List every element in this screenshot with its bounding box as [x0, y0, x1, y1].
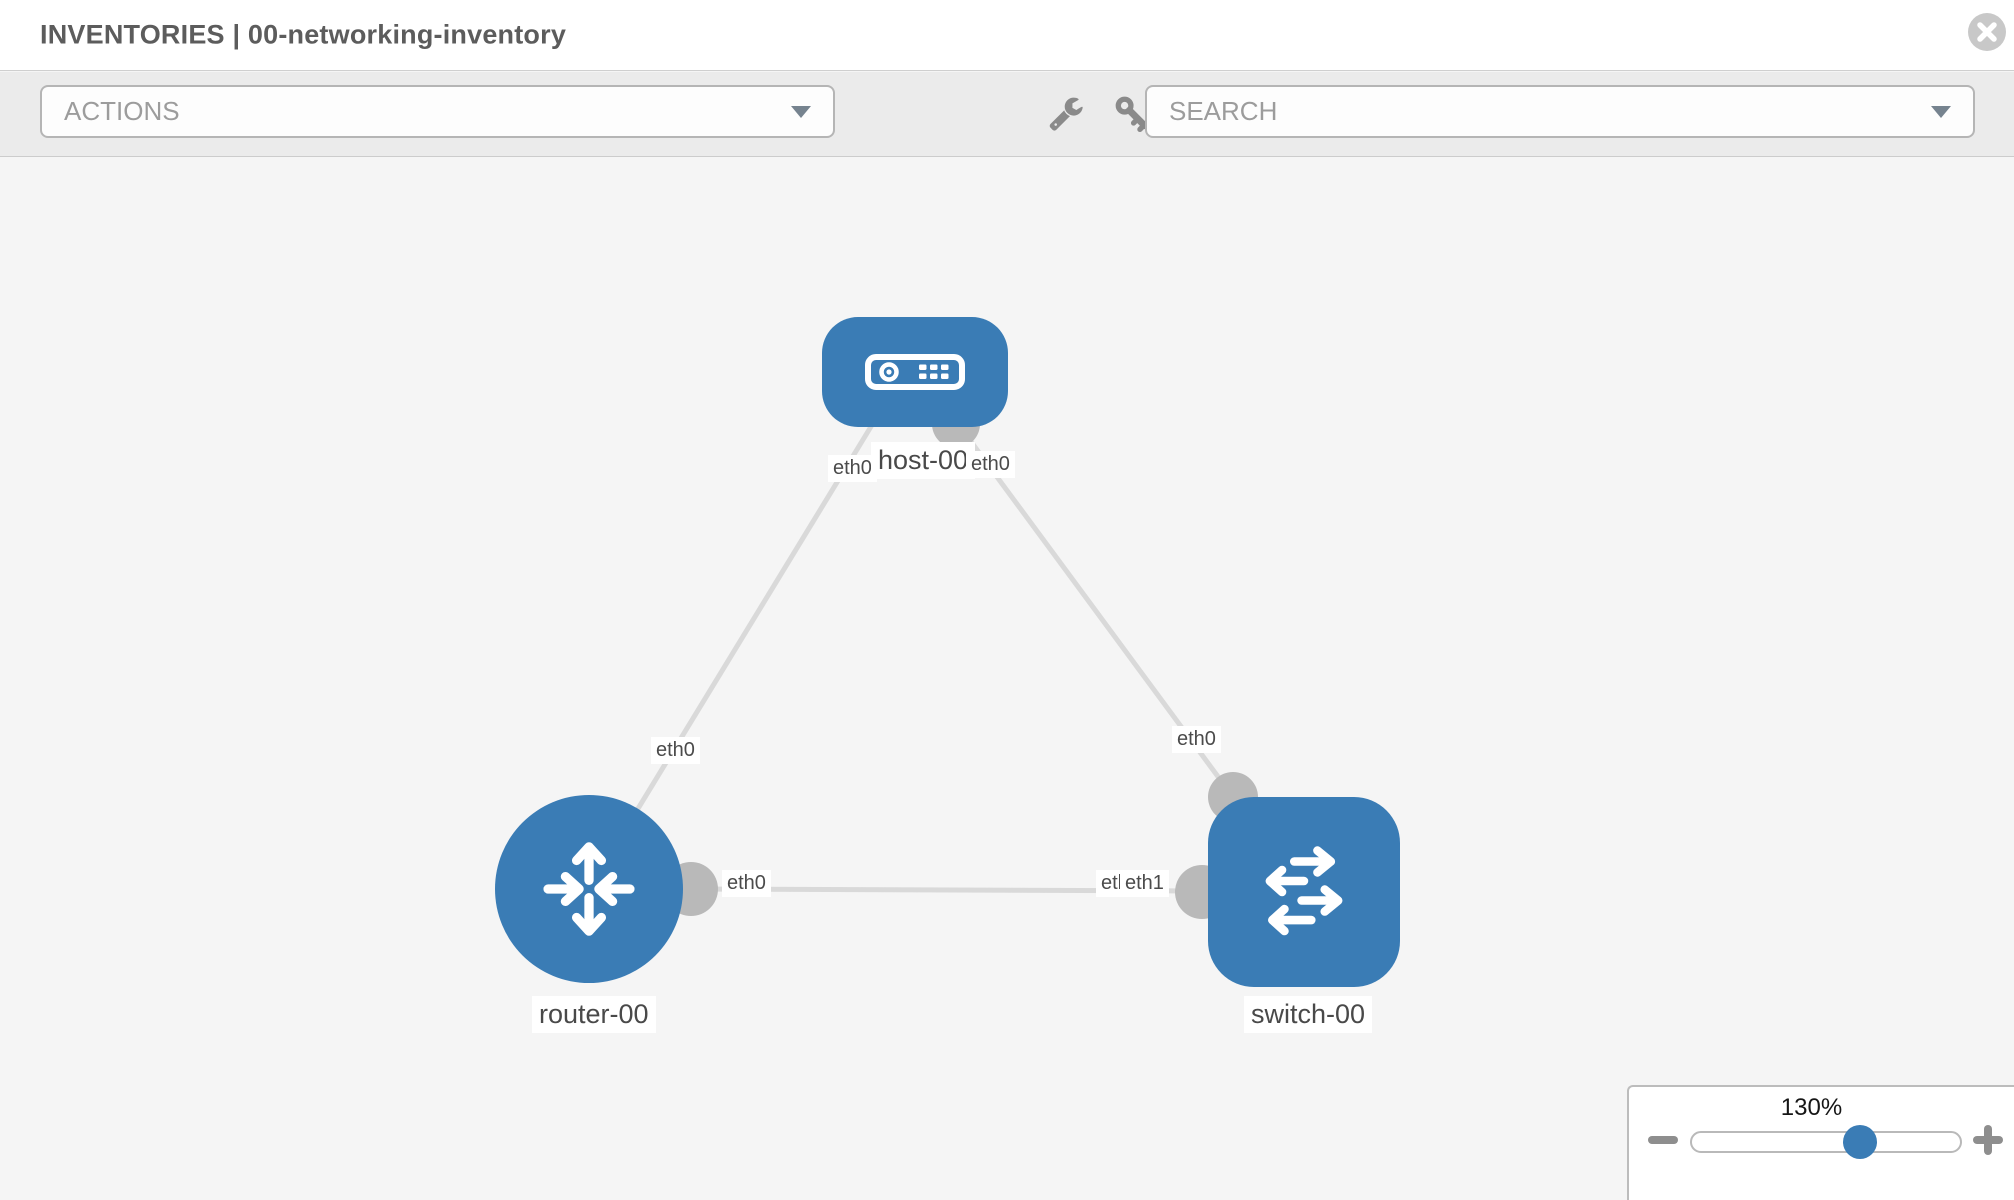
interface-label-router-eth0-lan: eth0 [722, 870, 771, 897]
search-dropdown[interactable]: SEARCH [1145, 85, 1975, 138]
zoom-level: 130% [1780, 1094, 1843, 1121]
interface-label-switch-eth0: eth0 [1172, 726, 1221, 753]
chevron-down-icon [1931, 105, 1951, 118]
zoom-in-button[interactable] [1973, 1125, 2003, 1155]
interface-label-host-eth0-left: eth0 [828, 455, 877, 482]
switch-icon [1265, 846, 1343, 936]
chevron-down-icon [791, 105, 811, 118]
interface-label-router-eth0-uplink: eth0 [651, 737, 700, 764]
node-label-switch-00: switch-00 [1244, 996, 1373, 1034]
header: INVENTORIES | 00-networking-inventory [0, 0, 2014, 71]
node-switch-00[interactable] [1208, 797, 1400, 987]
zoom-slider-thumb[interactable] [1843, 1125, 1877, 1159]
node-label-router-00: router-00 [532, 996, 656, 1034]
close-button[interactable] [1966, 12, 2008, 54]
actions-dropdown-label: ACTIONS [64, 96, 180, 126]
zoom-out-button[interactable] [1648, 1136, 1678, 1144]
close-icon [1968, 12, 2006, 51]
credentials-button[interactable] [1112, 94, 1152, 134]
wrench-icon [1049, 97, 1083, 131]
page-title: INVENTORIES | 00-networking-inventory [40, 19, 567, 50]
interface-label-host-eth0-right: eth0 [966, 451, 1015, 478]
toolbar: ACTIONS SEARCH [0, 72, 2014, 157]
node-label-host-00: host-00 [871, 442, 976, 480]
node-host-00[interactable] [822, 317, 1008, 427]
server-icon [865, 354, 965, 390]
interface-label-switch-eth1: eth1 [1120, 870, 1169, 897]
node-router-00[interactable] [495, 795, 683, 983]
zoom-slider-track[interactable] [1690, 1125, 1962, 1159]
search-dropdown-label: SEARCH [1169, 96, 1278, 126]
tools-button[interactable] [1046, 94, 1086, 134]
router-icon [543, 842, 635, 936]
actions-dropdown[interactable]: ACTIONS [40, 85, 835, 138]
key-icon [1115, 96, 1149, 132]
zoom-panel: 130% [1627, 1085, 2014, 1200]
